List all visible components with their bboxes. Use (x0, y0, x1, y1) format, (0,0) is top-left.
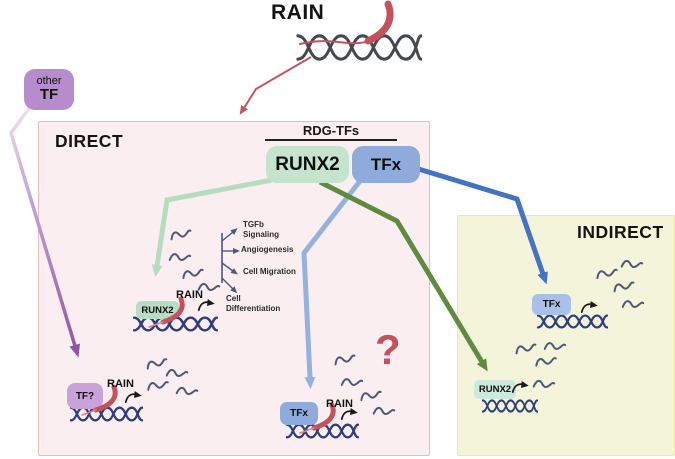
indirect-label: INDIRECT (577, 222, 664, 242)
tfx-complex-box: TFx (280, 402, 318, 425)
rain-ribbon-icon (148, 296, 194, 332)
mrna-icon (340, 378, 364, 386)
other-tf-label-small: other (36, 74, 62, 87)
mrna-icon (168, 253, 192, 261)
tf-unknown-complex-box: TF? (67, 383, 103, 409)
mrna-icon (175, 386, 199, 396)
pathway-label-tgfb: TGFb Signaling (243, 220, 279, 239)
pathway-label-differentiation: Cell Differentiation (226, 294, 281, 313)
mrna-icon (372, 406, 396, 416)
rain-label-tfx: RAIN (326, 398, 353, 410)
pathway-label-angiogenesis: Angiogenesis (241, 245, 294, 254)
mrna-icon (165, 368, 189, 378)
mrna-icon (621, 300, 645, 308)
arrow-tfx-indirect (411, 164, 548, 285)
mrna-icon (543, 342, 567, 350)
mrna-icon (620, 259, 644, 269)
mrna-icon (170, 229, 192, 241)
tfx-indirect-complex-box: TFx (532, 294, 571, 315)
runx2-complex-box: RUNX2 (136, 301, 179, 319)
pathway-label-migration: Cell Migration (243, 267, 296, 276)
mrna-icon (515, 343, 537, 355)
tfx-main-box: TFx (352, 146, 420, 183)
rain-ribbon-icon (364, 0, 394, 45)
mrna-icon (535, 357, 557, 367)
other-tf-label: TF (39, 86, 59, 104)
question-mark: ? (375, 326, 401, 373)
rdg-tfs-header: RDG-TFs (265, 123, 397, 141)
arrow-runx2-direct (151, 177, 273, 277)
mrna-icon (360, 390, 382, 402)
arrow-othertf-to-tfunknown (9, 105, 80, 358)
arrow-runx2-indirect (318, 179, 488, 372)
runx2-main-box: RUNX2 (266, 146, 349, 183)
rain-label-runx2: RAIN (176, 289, 203, 301)
dna-helix-icon (482, 398, 538, 414)
mrna-icon (146, 358, 168, 370)
arrow-rain-to-direct (239, 56, 312, 115)
rain-dna-icon (296, 0, 422, 61)
pathway-arrow-differentiation (221, 277, 238, 294)
mrna-icon (596, 268, 618, 280)
other-tf-box: other TF (24, 69, 74, 110)
figure-title: RAIN (271, 1, 325, 24)
mrna-icon (182, 268, 204, 280)
pathway-arrow-tgfb (221, 228, 238, 242)
indirect-panel (457, 215, 675, 456)
rain-label-tfunknown: RAIN (107, 378, 134, 390)
mrna-icon (197, 282, 221, 292)
pathway-arrow-migration (221, 262, 238, 275)
runx2-indirect-complex-box: RUNX2 (474, 380, 516, 399)
direct-label: DIRECT (55, 131, 124, 151)
mrna-icon (613, 281, 635, 293)
arrow-tfx-direct (301, 179, 362, 389)
mrna-icon (334, 354, 356, 366)
mrna-icon (147, 381, 169, 391)
mrna-icon (532, 379, 556, 389)
